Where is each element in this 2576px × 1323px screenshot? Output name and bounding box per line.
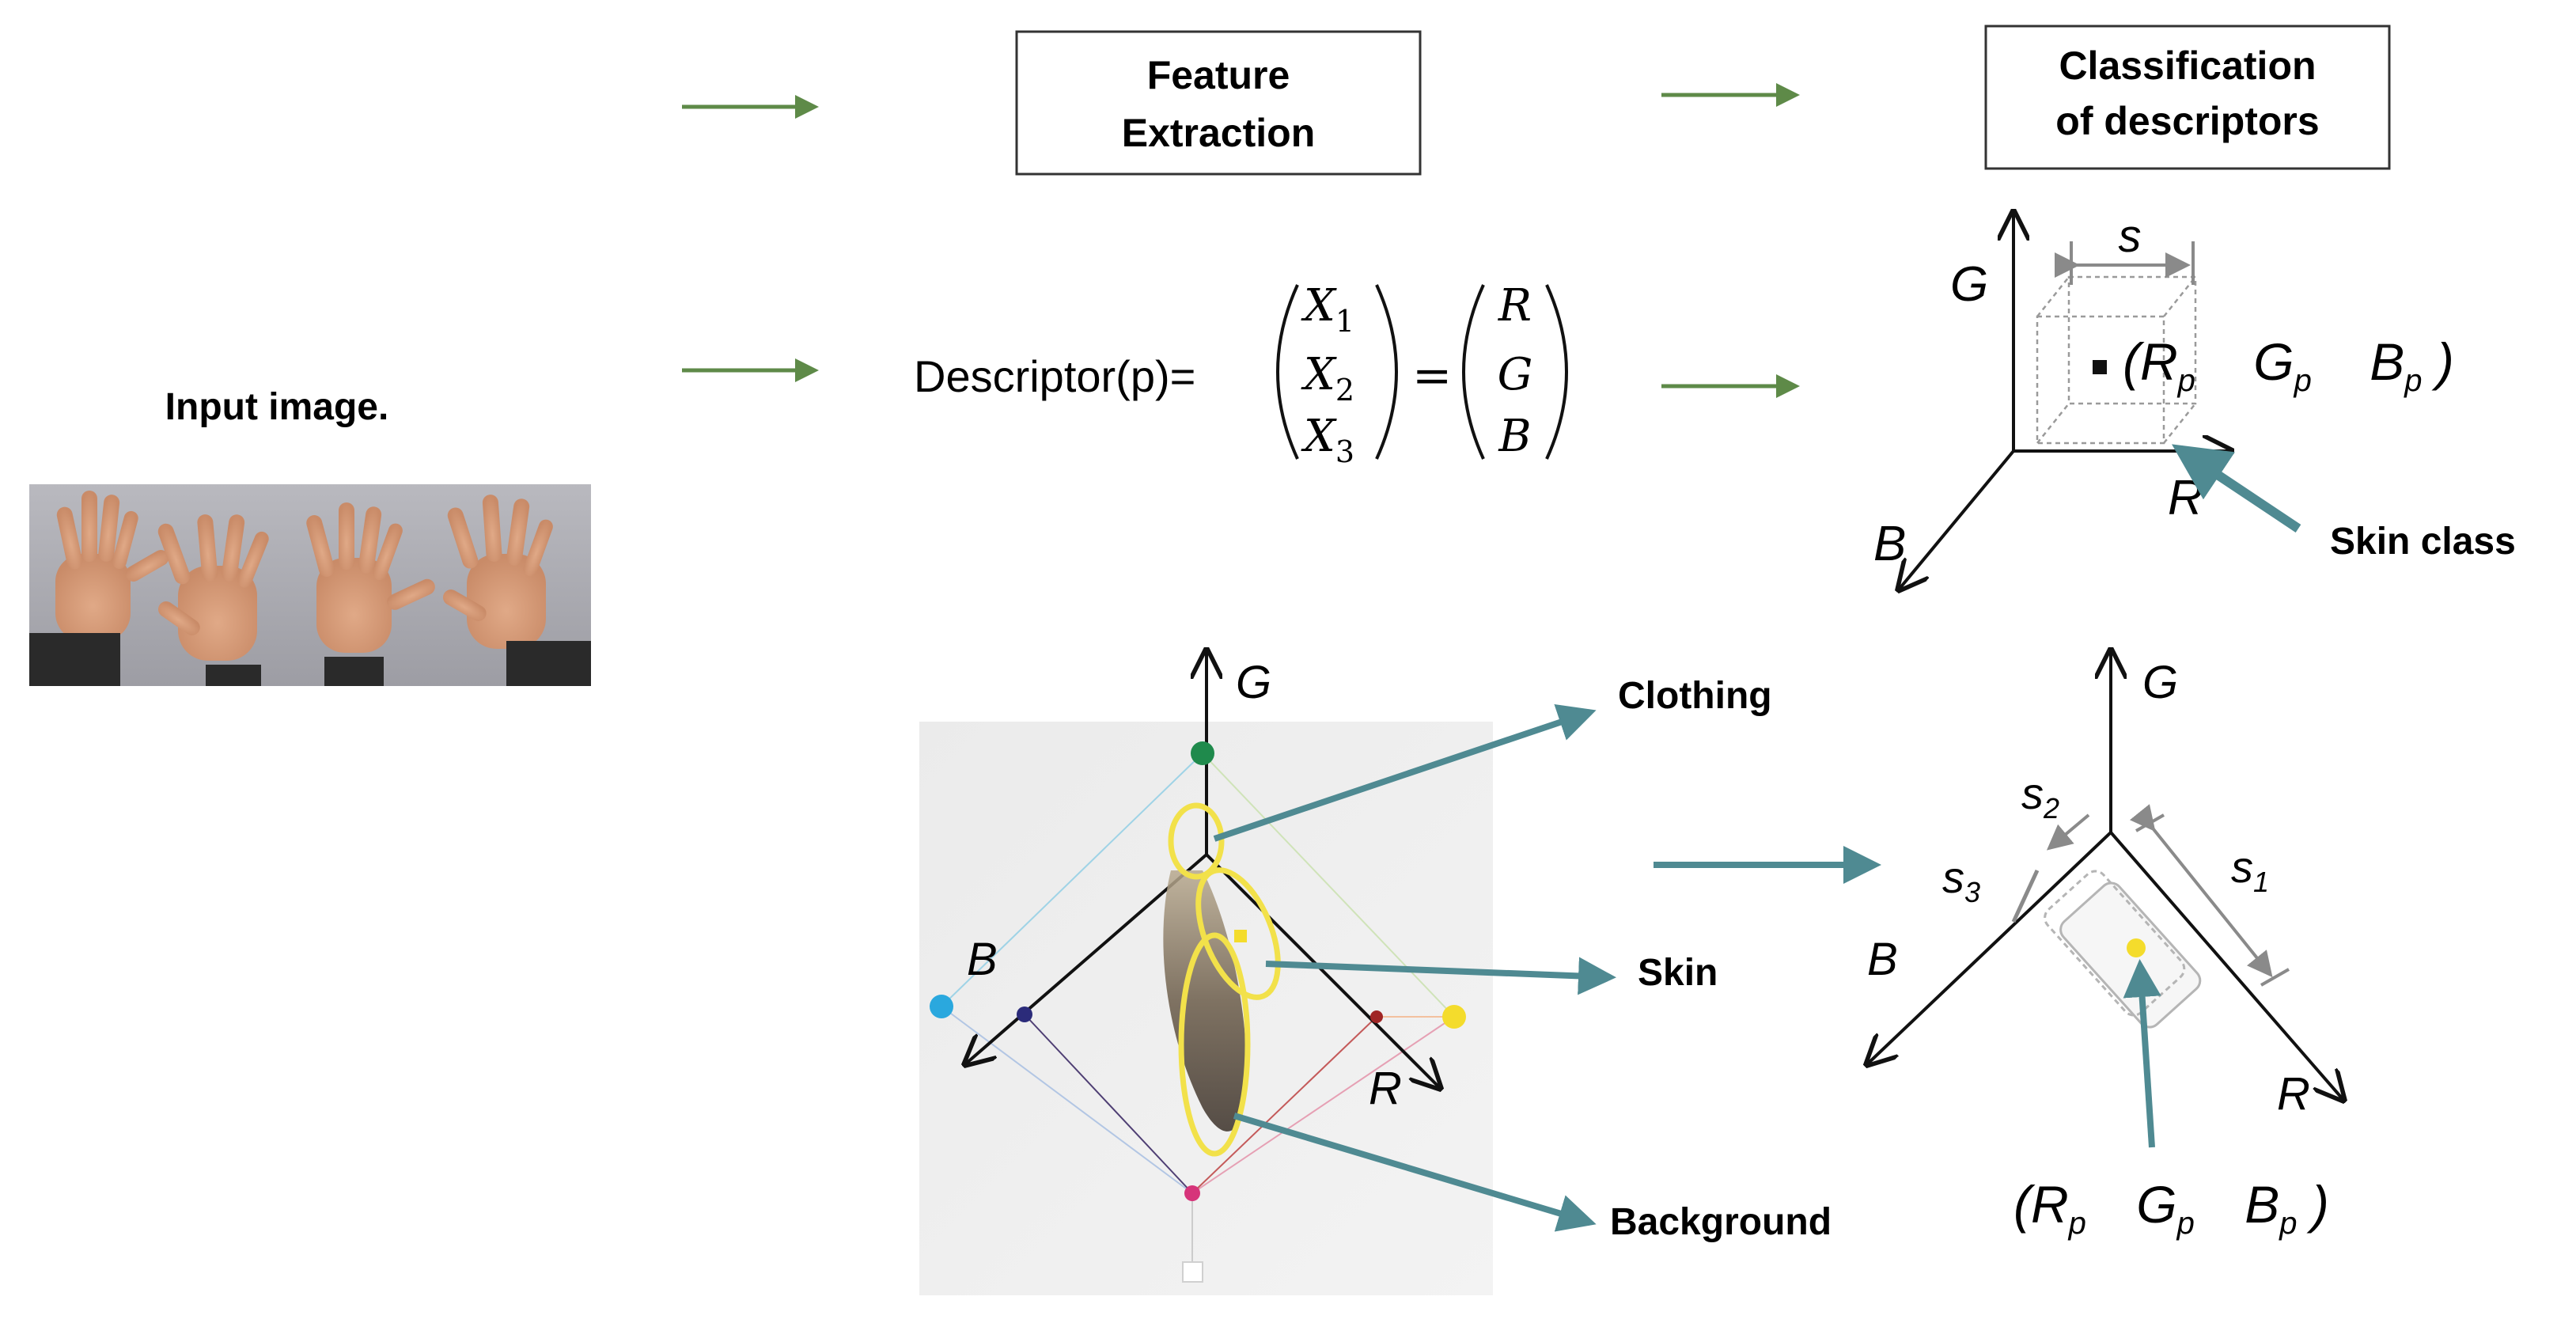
descriptor-x1: X1 [1301, 280, 1354, 339]
descriptor-formula: Descriptor(p)= X1 X2 X3 = R G B [914, 280, 1568, 469]
rgb-color-space-diagram: G B R Clothing Skin Background [919, 650, 1832, 1295]
rgb-axis-g-label: G [1236, 657, 1271, 708]
clothing-cluster-ellipse [1168, 802, 1225, 880]
descriptor-equals: = [1412, 348, 1452, 404]
descriptor-x3: X3 [1301, 411, 1354, 469]
box-axis-r-label: R [2277, 1068, 2310, 1120]
descriptor-g: G [1498, 349, 1533, 400]
classification-line2: of descriptors [2055, 99, 2319, 143]
cube-axis-b-label: B [1873, 517, 1906, 571]
feature-extraction-line2: Extraction [1122, 111, 1316, 155]
descriptor-b: B [1498, 411, 1531, 462]
blue-corner-dot [1017, 1006, 1032, 1022]
clothing-label: Clothing [1618, 675, 1772, 717]
rgb-axis-r [1205, 853, 1440, 1088]
red-corner-dot [1370, 1010, 1383, 1023]
cube-point-label: (Rp Gp Bp ) [2123, 332, 2454, 402]
clothing-arrow [1213, 704, 1597, 842]
skin-class-box [2044, 870, 2202, 1029]
input-image-label: Input image. [165, 386, 389, 428]
green-corner-dot [1191, 741, 1214, 765]
pixel-distribution [1163, 870, 1247, 1132]
s3-dimension [2011, 869, 2040, 923]
cube-axis-g-label: G [1950, 257, 1988, 312]
s2-dimension [2046, 813, 2090, 851]
box-axis-b [1867, 831, 2112, 1064]
background-arrow [1233, 1113, 1597, 1232]
cyan-corner-dot [930, 995, 953, 1018]
cube-size-label: s [2119, 210, 2142, 262]
descriptor-lhs: Descriptor(p)= [914, 351, 1195, 401]
s3-label: s3 [1942, 852, 1980, 908]
rgb-axis-b [965, 853, 1208, 1064]
hand-photo-1 [29, 491, 169, 686]
hand-photo-2 [157, 514, 269, 686]
cube-axis-b [1899, 449, 2015, 589]
hand-photo-3 [306, 502, 435, 686]
cube-axis-r-label: R [2168, 471, 2203, 525]
background-label: Background [1610, 1201, 1832, 1243]
box-center-point [2127, 938, 2146, 957]
box-point-arrow [2123, 959, 2161, 1148]
rgb-axis-r-label: R [1369, 1063, 1402, 1114]
descriptor-r: R [1498, 280, 1532, 332]
box-point-label: (Rp Gp Bp ) [2013, 1175, 2329, 1245]
skin-center-point [1234, 930, 1247, 942]
skin-cluster-ellipse [1195, 867, 1281, 1000]
box-axis-b-label: B [1867, 934, 1898, 985]
feature-extraction-box: Feature Extraction [1015, 30, 1422, 176]
s2-label: s2 [2021, 768, 2059, 825]
cube-center-point [2093, 360, 2107, 374]
input-hands-photo [29, 484, 591, 686]
skin-class-label: Skin class [2330, 521, 2516, 563]
descriptor-x2: X2 [1301, 349, 1354, 408]
skin-arrow [1265, 957, 1616, 995]
feature-extraction-line1: Feature [1147, 53, 1290, 97]
white-corner-dot [1182, 1261, 1203, 1283]
skin-label: Skin [1638, 952, 1718, 994]
rgb-axis-b-label: B [967, 934, 998, 985]
skin-box-diagram: G B R s1 s2 s3 (Rp Gp Bp ) [1867, 650, 2343, 1245]
background-cluster-ellipse [1178, 932, 1251, 1157]
classification-line1: Classification [2059, 44, 2316, 88]
classification-box: Classification of descriptors [1984, 25, 2391, 170]
box-axis-g-label: G [2142, 657, 2178, 708]
yellow-corner-dot [1442, 1005, 1466, 1029]
skin-class-arrow [2172, 444, 2301, 533]
skin-cube-diagram: G R B s (Rp Gp Bp ) Skin class [1873, 210, 2516, 589]
hand-photo-4 [443, 495, 591, 686]
magenta-corner-dot [1184, 1185, 1200, 1201]
s1-label: s1 [2231, 842, 2269, 898]
s1-dimension [2129, 804, 2273, 978]
